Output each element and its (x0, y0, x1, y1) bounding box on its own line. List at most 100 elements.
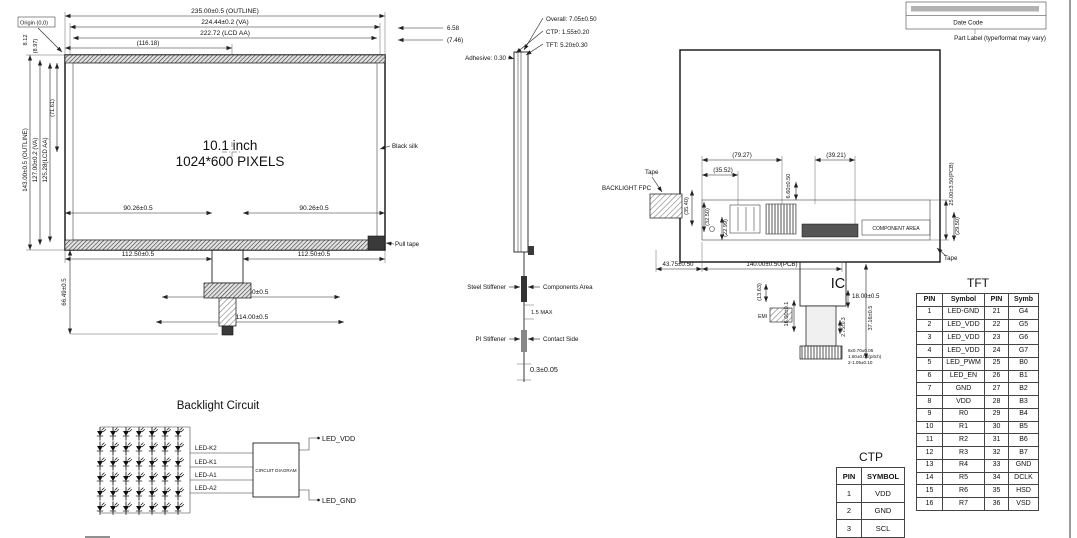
tft-pin-number-right: 34 (984, 471, 1009, 486)
black-silk-strip (64, 54, 386, 64)
tft-pin-symbol-left: R1 (942, 420, 985, 435)
ctp-table: PIN SYMBOL 1 VDD 2 GND 3 SCL (836, 466, 905, 538)
ctp-table-row: 3 SCL (836, 519, 905, 538)
ctp-pin-number: 2 (836, 501, 862, 521)
tft-pin-symbol-right: HSD (1008, 484, 1039, 498)
tft-pin-number-left: 12 (916, 446, 943, 460)
front-view-drawing: 235.00±0.5 (OUTLINE) 224.44±0.2 (VA) 222… (17, 8, 463, 336)
tft-pin-symbol-left: R7 (942, 497, 985, 511)
component-area-box (861, 219, 931, 236)
tft-pin-symbol-right: G7 (1008, 344, 1039, 358)
tft-pin-number-right: 24 (984, 344, 1009, 358)
front-dim-tape-left-label: 90.26±0.5 (123, 205, 153, 212)
tft-pin-number-left: 4 (916, 344, 943, 358)
tft-pin-number-left: 14 (916, 471, 943, 486)
tft-pin-symbol-right: B2 (1008, 382, 1039, 396)
tft-pin-symbol-left: R5 (942, 471, 985, 486)
steel-stiffener-section (521, 276, 527, 302)
tft-pin-symbol-right: B0 (1008, 356, 1039, 371)
tft-table-title: TFT (967, 276, 989, 290)
tft-pin-symbol-right: B3 (1008, 395, 1039, 409)
tft-table-row: 16 R7 36 VSD (916, 497, 1039, 511)
tft-table: PIN Symbol PIN Symb 1 LED-GND 21 G4 2 LE… (916, 293, 1039, 511)
tft-pin-symbol-left: R3 (942, 446, 985, 460)
side-dim-overall-label: Overall: 7.05±0.50 (546, 16, 597, 23)
led-symbol-grid (96, 426, 185, 516)
net-led-k2-label: LED-K2 (195, 445, 217, 452)
ic-label: IC (831, 276, 846, 292)
mounting-hole (709, 226, 715, 232)
tft-pinout: TFT PIN Symbol PIN Symb 1 LED-GND 21 G4 … (916, 276, 1040, 511)
front-dim-fpc-right-label: 112.50±0.5 (298, 251, 331, 258)
front-dim-tape-right-label: 90.26±0.5 (299, 205, 329, 212)
tft-pin-number-right: 32 (984, 446, 1009, 460)
ctp-header-symbol: SYMBOL (861, 466, 905, 486)
tft-table-row: 2 LED_VDD 22 G5 (916, 318, 1039, 333)
components-area-label: Components Area (543, 284, 593, 291)
front-dim-fpc-width2-label: 114.00±0.5 (236, 314, 269, 321)
tft-pin-symbol-right: G4 (1008, 305, 1039, 320)
origin-callout-box (17, 16, 56, 28)
side-dim-thickness-label: 0.3±0.05 (530, 365, 558, 374)
side-dim-ctp-label: CTP: 1.55±0.20 (546, 29, 590, 36)
back-dim-3921-label: (39.21) (826, 152, 846, 159)
tft-pin-symbol-left: LED_PWM (942, 356, 985, 371)
side-view-drawing: Overall: 7.05±0.50 CTP: 1.55±0.20 TFT: 5… (465, 16, 597, 382)
page-frame (85, 0, 1071, 538)
tft-pin-number-left: 7 (916, 382, 943, 396)
net-led-a1-label: LED-A1 (195, 472, 217, 479)
date-code-label: Date Code (953, 20, 983, 27)
back-dim-2950-label: (29.50) (955, 217, 961, 235)
front-dim-va-height-label: 127.00±0.2 (VA) (32, 138, 39, 183)
ctp-pin-symbol: SCL (861, 519, 905, 538)
tft-table-row: 4 LED_VDD 24 G7 (916, 344, 1039, 358)
tft-pin-symbol-right: B4 (1008, 407, 1039, 422)
back-tape-right-label: Tape (944, 255, 958, 262)
tft-pin-symbol-left: LED_VDD (942, 318, 985, 333)
tft-table-row: 9 R0 29 B4 (916, 407, 1039, 422)
pin-note-2-label: 1.60±0.05(pitch) (848, 354, 882, 359)
origin-label: Origin (0,0) (20, 21, 48, 27)
tft-pin-number-left: 3 (916, 331, 943, 345)
illegible-label-text (911, 6, 1039, 12)
back-dim-3716-label: 37.16±0.5 (868, 306, 874, 331)
tft-table-row: 11 R2 31 B6 (916, 433, 1039, 447)
tft-pin-number-right: 35 (984, 484, 1009, 498)
tft-pin-number-right: 26 (984, 369, 1009, 384)
part-label-caption: Part Label (type/format may vary) (954, 35, 1046, 42)
part-label-box: Date Code Part Label (type/format may va… (905, 1, 1047, 42)
ctp-table-row: 1 VDD (836, 484, 905, 503)
ctp-header-pin: PIN (836, 466, 862, 486)
back-dim-3552-label: (35.52) (713, 167, 733, 174)
pin-note-3-label: 2-1.05±0.10 (848, 360, 873, 365)
emi-label: EMI (758, 314, 767, 320)
tft-table-row: 13 R4 33 GND (916, 458, 1039, 473)
tft-pin-symbol-right: B7 (1008, 446, 1039, 460)
pull-tape-tab (367, 235, 386, 251)
tft-pin-symbol-left: R0 (942, 407, 985, 422)
circuit-diagram-box (252, 442, 300, 498)
front-dim-aa-width-label: 222.72 (LCD AA) (200, 30, 250, 37)
front-view-dimension-lines (26, 12, 443, 335)
back-dim-4375-label: 43.75±0.50 (663, 261, 694, 268)
tft-pin-number-right: 22 (984, 318, 1009, 333)
front-dim-edge1-label: 6.58 (447, 25, 460, 32)
back-dim-1800-label: 18.00±0.5 (852, 293, 880, 300)
panel-size-label: 10.1 inch (203, 138, 258, 153)
front-dim-top1-label: 8.12 (23, 35, 29, 46)
tft-pin-symbol-right: B6 (1008, 433, 1039, 447)
tft-pin-number-left: 6 (916, 369, 943, 384)
tft-table-row: 12 R3 32 B7 (916, 446, 1039, 460)
back-dim-3540-label: (35.40) (684, 197, 690, 215)
tft-pin-number-right: 21 (984, 305, 1009, 320)
tft-pin-number-left: 8 (916, 395, 943, 409)
steel-stiffener-label: Steel Stiffener (467, 284, 506, 291)
tft-pin-number-right: 29 (984, 407, 1009, 422)
side-dim-tft-label: TFT: 5.20±0.30 (546, 42, 588, 49)
pcb-components (709, 203, 931, 238)
fpc-bend (528, 246, 534, 255)
front-dim-edge2-label: (7.46) (447, 37, 463, 44)
tft-pin-number-left: 1 (916, 305, 943, 320)
tft-pin-number-left: 9 (916, 407, 943, 422)
